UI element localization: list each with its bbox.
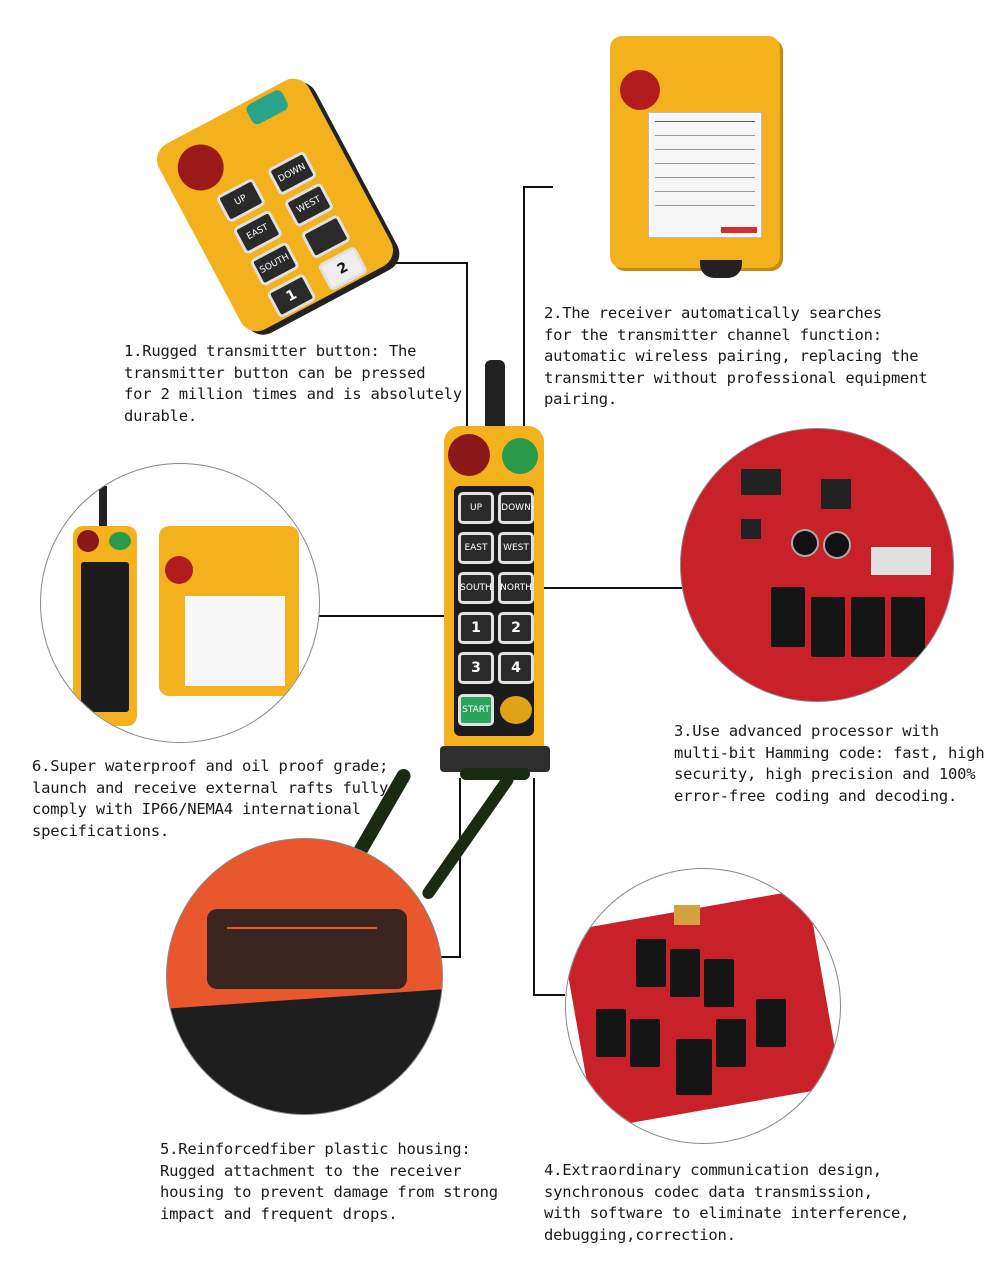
caption-4: 4.Extraordinary communication design, sy… [544,1161,910,1244]
waterproof-circle-image [40,463,320,743]
transmitter-closeup-image: UP DOWN EAST WEST SOUTH 1 2 [150,72,400,338]
remote-btn-east: EAST [458,532,494,564]
lanyard-strand [420,771,516,902]
connector-1-vertical [466,262,468,432]
connector-1 [385,262,468,264]
connector-4 [533,994,565,996]
lanyard-icon [460,768,530,780]
remote-btn-4: 4 [498,652,534,684]
antenna-icon [485,360,505,440]
remote-btn-down: DOWN [498,492,534,524]
connector-5 [430,956,461,958]
remote-btn-up: UP [458,492,494,524]
caption-1: 1.Rugged transmitter button: The transmi… [124,342,462,425]
remote-blank-slot [500,696,532,724]
remote-btn-start: START [458,694,494,726]
connector-5-vertical [459,778,461,958]
connector-2 [523,186,553,188]
caption-2: 2.The receiver automatically searches fo… [544,304,928,408]
small-receiver [159,526,299,696]
housing-closeup-circle-image [166,838,443,1115]
caption-3: 3.Use advanced processor with multi-bit … [674,722,985,805]
emergency-stop-icon [620,70,660,110]
connector-4-vertical [533,778,535,996]
key-switch-icon [502,438,538,474]
caption-5: 5.Reinforcedfiber plastic housing: Rugge… [160,1140,498,1223]
connector-2-vertical [523,186,525,432]
processor-pcb-circle-image [680,428,954,702]
connector-3 [540,587,690,589]
remote-btn-2: 2 [498,612,534,644]
connector-6 [316,615,446,617]
main-transmitter-image: UP DOWN EAST WEST SOUTH NORTH 1 2 3 4 ST… [440,360,550,780]
relay-board-circle-image [565,868,841,1144]
remote-btn-3: 3 [458,652,494,684]
wiring-label-panel [648,112,762,238]
receiver-image [610,28,785,278]
emergency-stop-icon [448,434,490,476]
remote-btn-south: SOUTH [458,572,494,604]
remote-btn-west: WEST [498,532,534,564]
remote-btn-1: 1 [458,612,494,644]
caption-6: 6.Super waterproof and oil proof grade; … [32,757,389,840]
remote-btn-north: NORTH [498,572,534,604]
small-transmitter [73,486,137,726]
